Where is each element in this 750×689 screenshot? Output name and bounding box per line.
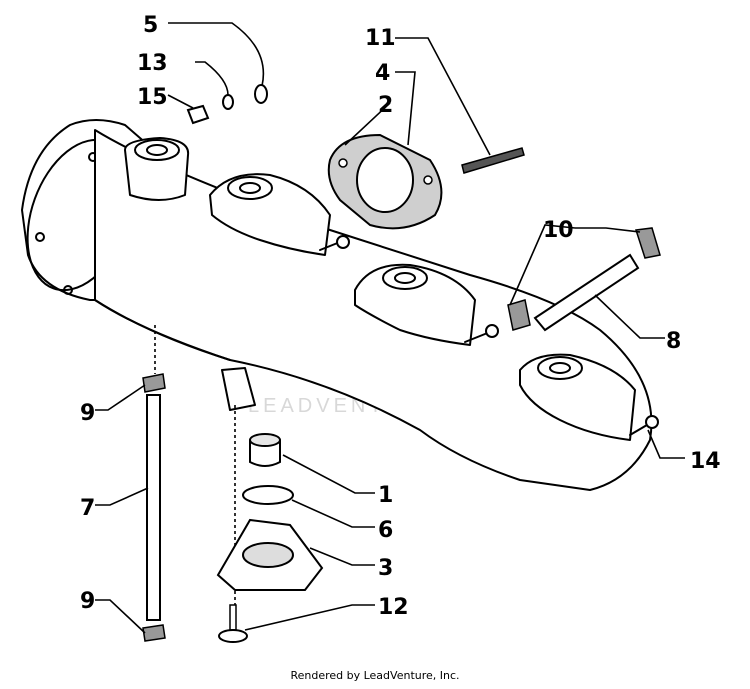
leader-lines bbox=[95, 22, 685, 634]
callout-11: 11 bbox=[365, 26, 396, 51]
callout-10: 10 bbox=[543, 218, 574, 243]
callout-3: 3 bbox=[378, 556, 393, 581]
callout-5: 5 bbox=[143, 13, 158, 38]
manifold-body bbox=[21, 119, 653, 491]
drain-plug-parts bbox=[216, 405, 324, 643]
callout-4: 4 bbox=[375, 61, 390, 86]
callout-8: 8 bbox=[666, 329, 681, 354]
callout-9-bottom: 9 bbox=[80, 589, 95, 614]
callout-1: 1 bbox=[378, 483, 393, 508]
callouts: 5 13 15 11 4 2 10 8 9 14 7 1 6 3 9 12 bbox=[80, 13, 721, 620]
callout-15: 15 bbox=[137, 85, 168, 110]
hose-assembly bbox=[507, 227, 661, 332]
callout-13: 13 bbox=[137, 51, 168, 76]
callout-14: 14 bbox=[690, 449, 721, 474]
footer-credit: Rendered by LeadVenture, Inc. bbox=[290, 669, 460, 682]
gasket bbox=[327, 133, 443, 230]
drain-tube bbox=[142, 325, 166, 642]
callout-12: 12 bbox=[378, 595, 409, 620]
stud bbox=[461, 147, 525, 174]
bolts bbox=[319, 235, 659, 436]
callout-6: 6 bbox=[378, 518, 393, 543]
callout-9-top: 9 bbox=[80, 401, 95, 426]
callout-7: 7 bbox=[80, 496, 95, 521]
callout-2: 2 bbox=[378, 93, 393, 118]
